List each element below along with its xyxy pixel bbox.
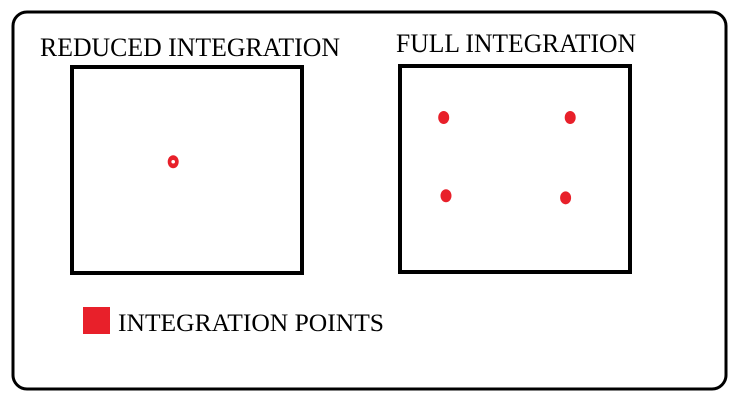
reduced-integration-element — [70, 65, 304, 275]
full-integration-point-2 — [564, 111, 576, 124]
legend-swatch — [83, 307, 110, 334]
outer-frame — [11, 10, 728, 391]
legend-label: INTEGRATION POINTS — [118, 310, 384, 337]
full-integration-point-4 — [560, 191, 572, 205]
reduced-integration-title: REDUCED INTEGRATION — [40, 33, 340, 62]
full-integration-title: FULL INTEGRATION — [396, 29, 636, 58]
full-integration-point-3 — [440, 189, 452, 203]
full-integration-point-1 — [438, 111, 450, 124]
reduced-integration-point-highlight — [171, 159, 175, 164]
full-integration-element — [398, 64, 632, 274]
integration-points-layer — [167, 111, 576, 205]
